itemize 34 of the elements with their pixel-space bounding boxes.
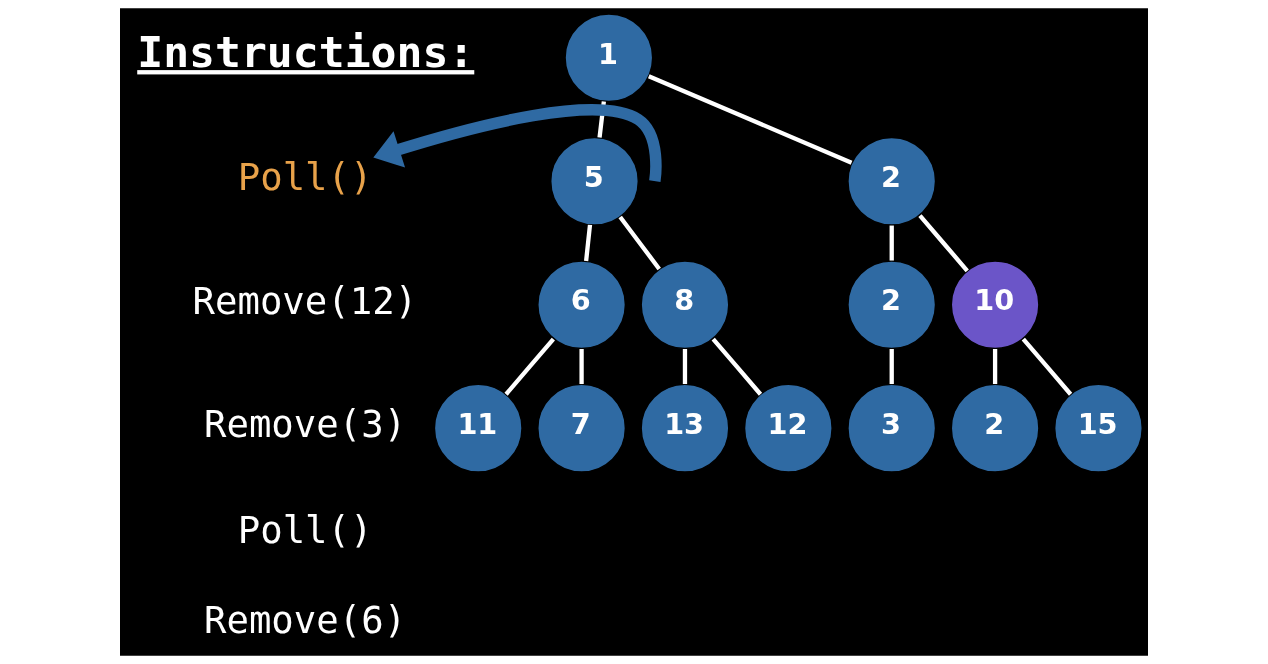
arrow xyxy=(373,104,662,182)
connector xyxy=(992,349,998,385)
connector xyxy=(889,225,894,261)
node-circle: 12 xyxy=(743,383,833,473)
label: Instructions: xyxy=(137,27,475,78)
node-circle: 7 xyxy=(537,383,627,473)
node-circle: 5 xyxy=(550,136,640,226)
connector xyxy=(682,349,688,385)
connector xyxy=(579,349,584,385)
node-circle: 15 xyxy=(1053,383,1143,473)
node-circle: 2 xyxy=(847,260,937,350)
node-circle: 6 xyxy=(537,260,627,350)
node-circle: 1 xyxy=(564,13,654,103)
connector xyxy=(647,74,853,165)
label: Remove(3) xyxy=(203,402,407,447)
label: Remove(12) xyxy=(192,278,418,323)
connector xyxy=(618,215,661,271)
label: Poll() xyxy=(237,508,373,553)
label: Remove(6) xyxy=(203,597,407,642)
node-circle: 11 xyxy=(433,383,523,473)
connector xyxy=(918,214,969,273)
node-circle: 3 xyxy=(847,383,937,473)
connector xyxy=(889,349,894,385)
node-circle: 8 xyxy=(640,260,730,350)
node-circle: 10 xyxy=(950,260,1040,350)
connector xyxy=(1021,337,1073,396)
connector xyxy=(597,101,606,138)
connector xyxy=(584,224,593,262)
node-text: Poll() xyxy=(237,155,373,200)
node-circle: 13 xyxy=(640,383,730,473)
node-circle: 2 xyxy=(950,383,1040,473)
connector xyxy=(711,337,763,396)
connector xyxy=(504,337,555,396)
node-circle: 2 xyxy=(847,136,937,226)
